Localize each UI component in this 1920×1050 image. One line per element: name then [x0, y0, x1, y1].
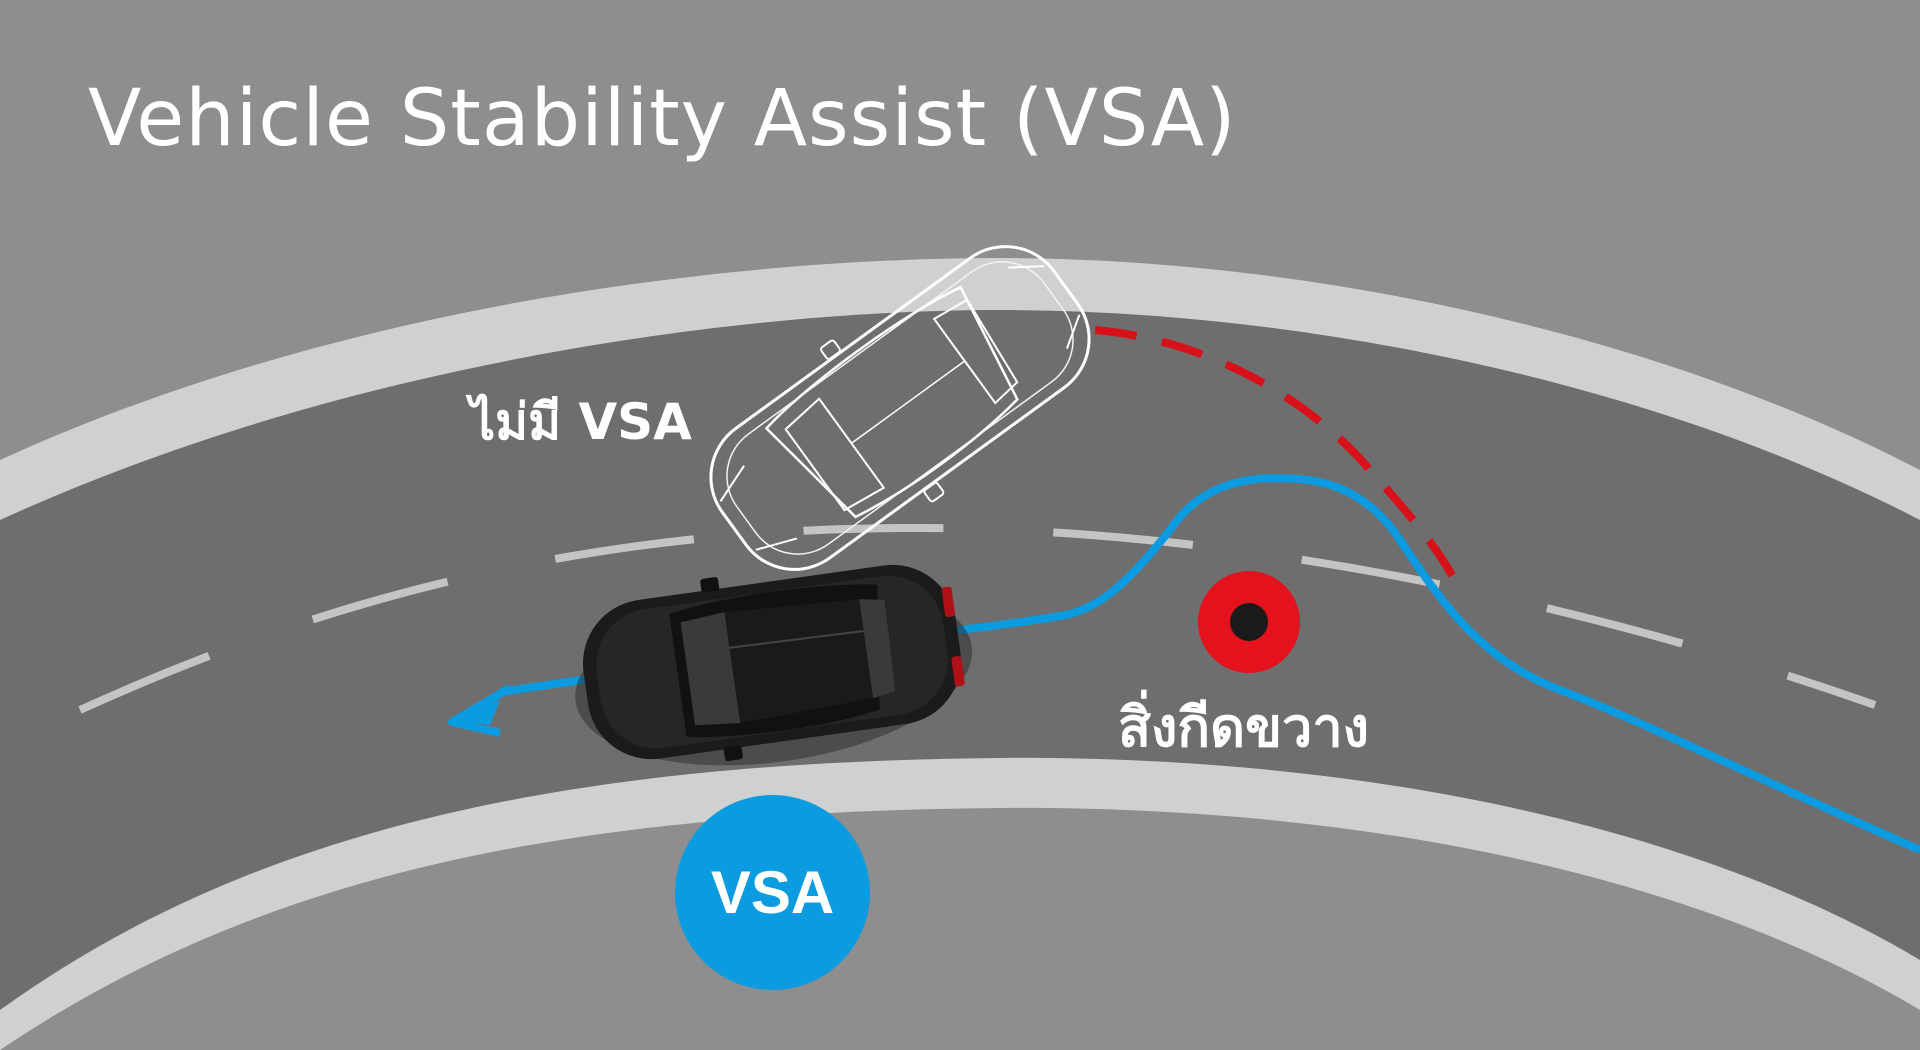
lane-center-line	[78, 523, 1877, 714]
path-with-vsa	[499, 473, 1920, 854]
roadside-inner	[0, 807, 1920, 1050]
arrow-head-tip	[448, 684, 513, 737]
obstacle-target-icon	[1198, 571, 1300, 673]
page-title: Vehicle Stability Assist (VSA)	[88, 74, 1237, 164]
path-without-vsa	[1094, 326, 1464, 592]
white-outline-car-icon	[709, 245, 1091, 571]
vsa-badge: VSA	[675, 795, 870, 990]
label-obstacle: สิ่งกีดขวาง	[1118, 696, 1370, 759]
label-without-vsa: ไม่มี VSA	[470, 393, 692, 451]
black-car-icon	[575, 564, 973, 766]
vsa-badge-label: VSA	[710, 859, 835, 926]
